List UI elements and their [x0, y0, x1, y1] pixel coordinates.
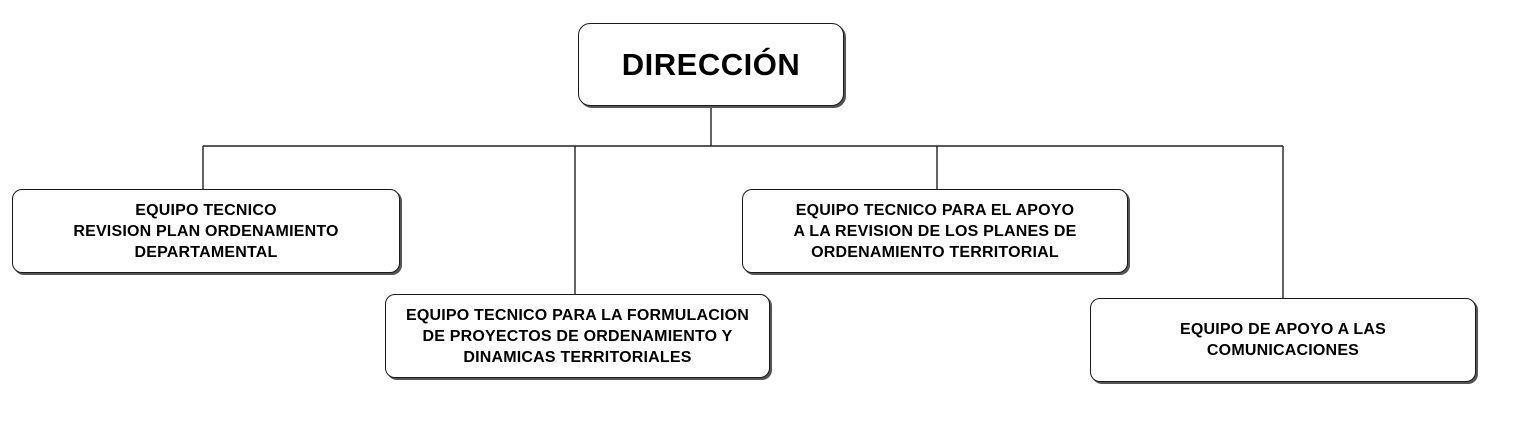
direccion-node: DIRECCIÓN	[578, 23, 844, 106]
equipo-comunicaciones-label: EQUIPO DE APOYO A LAS COMUNICACIONES	[1179, 321, 1386, 359]
equipo-formulacion-label: EQUIPO TECNICO PARA LA FORMULACION DE PR…	[405, 306, 750, 366]
equipo-comunicaciones-node: EQUIPO DE APOYO A LAS COMUNICACIONES	[1090, 298, 1476, 382]
equipo-revision-plan-label: EQUIPO TECNICO REVISION PLAN ORDENAMIENT…	[73, 201, 339, 261]
equipo-apoyo-revision-label: EQUIPO TECNICO PARA EL APOYO A LA REVISI…	[793, 201, 1077, 261]
direccion-label: DIRECCIÓN	[621, 46, 801, 82]
equipo-formulacion-node: EQUIPO TECNICO PARA LA FORMULACION DE PR…	[385, 294, 770, 378]
equipo-apoyo-revision-node: EQUIPO TECNICO PARA EL APOYO A LA REVISI…	[742, 189, 1128, 273]
equipo-revision-plan-node: EQUIPO TECNICO REVISION PLAN ORDENAMIENT…	[12, 189, 400, 273]
